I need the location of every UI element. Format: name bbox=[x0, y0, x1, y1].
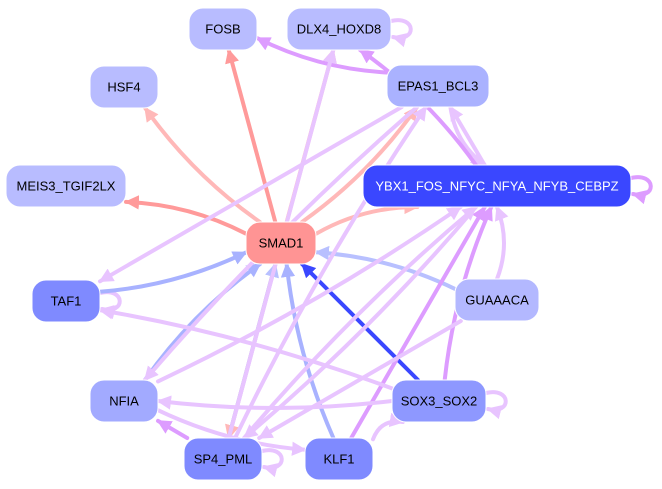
node-box bbox=[362, 164, 632, 208]
edge-nfia-to-ybx1 bbox=[156, 205, 463, 384]
edge-smad1-to-fosb bbox=[225, 48, 278, 224]
node-taf1[interactable]: TAF1 bbox=[31, 279, 101, 323]
node-label: MEIS3_TGIF2LX bbox=[17, 179, 116, 194]
node-meis3-tgif2lx[interactable]: MEIS3_TGIF2LX bbox=[5, 164, 127, 208]
edge-guaaaca-to-ybx1 bbox=[494, 205, 509, 281]
node-dlx4-hoxd8[interactable]: DLX4_HOXD8 bbox=[286, 7, 392, 51]
node-box bbox=[286, 7, 392, 51]
edge-guaaaca-to-sp4-pml bbox=[257, 319, 463, 440]
node-ybx1[interactable]: YBX1_FOS_NFYC_NFYA_NFYB_CEBPZ bbox=[362, 164, 632, 208]
node-box bbox=[5, 164, 127, 208]
node-klf1[interactable]: KLF1 bbox=[304, 437, 374, 481]
edge-sox3-sox2-to-nfia bbox=[156, 395, 394, 410]
node-box bbox=[245, 221, 317, 265]
node-label: YBX1_FOS_NFYC_NFYA_NFYB_CEBPZ bbox=[375, 179, 618, 194]
node-label: SOX3_SOX2 bbox=[401, 394, 478, 409]
edge-sp4-pml-to-ybx1 bbox=[242, 205, 478, 440]
edge-smad1-to-ybx1 bbox=[314, 199, 420, 236]
edge-ybx1-to-ybx1 bbox=[629, 175, 653, 205]
edge-sox3-sox2-to-taf1 bbox=[98, 305, 394, 391]
node-label: SMAD1 bbox=[259, 236, 304, 251]
edge-sp4-pml-to-epas1-bcl3 bbox=[233, 105, 428, 440]
edge-klf1-to-sox3-sox2 bbox=[371, 412, 405, 442]
node-box bbox=[188, 7, 258, 51]
edge-smad1-to-epas1-bcl3 bbox=[300, 105, 419, 224]
edge-taf1-to-smad1 bbox=[98, 250, 248, 294]
edge-ybx1-to-epas1-bcl3 bbox=[448, 105, 487, 167]
node-epas1-bcl3[interactable]: EPAS1_BCL3 bbox=[386, 64, 490, 108]
edge-taf1-to-taf1 bbox=[98, 290, 122, 320]
node-box bbox=[454, 278, 540, 322]
edge-smad1-to-hsf4 bbox=[143, 106, 262, 224]
edge-smad1-to-meis3-tgif2lx bbox=[124, 195, 248, 236]
node-hsf4[interactable]: HSF4 bbox=[89, 65, 159, 109]
node-box bbox=[391, 379, 487, 423]
node-label: TAF1 bbox=[51, 294, 82, 309]
node-label: GUAAACA bbox=[465, 293, 529, 308]
node-label: FOSB bbox=[205, 22, 240, 37]
edges-layer bbox=[98, 18, 653, 478]
node-label: NFIA bbox=[109, 394, 139, 409]
node-box bbox=[386, 64, 490, 108]
node-box bbox=[31, 279, 101, 323]
node-box bbox=[304, 437, 374, 481]
node-label: HSF4 bbox=[107, 80, 140, 95]
edge-dlx4-hoxd8-to-dlx4-hoxd8 bbox=[389, 18, 413, 48]
node-box bbox=[183, 437, 263, 481]
node-sp4-pml[interactable]: SP4_PML bbox=[183, 437, 263, 481]
node-label: KLF1 bbox=[323, 452, 354, 467]
node-smad1[interactable]: SMAD1 bbox=[245, 221, 317, 265]
node-fosb[interactable]: FOSB bbox=[188, 7, 258, 51]
edge-sox3-sox2-to-smad1 bbox=[300, 262, 420, 382]
node-box bbox=[89, 379, 159, 423]
node-label: DLX4_HOXD8 bbox=[297, 22, 382, 37]
edge-sp4-pml-to-sp4-pml bbox=[260, 448, 284, 478]
node-guaaaca[interactable]: GUAAACA bbox=[454, 278, 540, 322]
node-label: EPAS1_BCL3 bbox=[398, 79, 479, 94]
node-sox3-sox2[interactable]: SOX3_SOX2 bbox=[391, 379, 487, 423]
edge-sox3-sox2-to-sox3-sox2 bbox=[484, 390, 508, 420]
node-box bbox=[89, 65, 159, 109]
edge-nfia-to-klf1 bbox=[156, 408, 307, 456]
node-nfia[interactable]: NFIA bbox=[89, 379, 159, 423]
edge-ybx1-to-sp4-pml bbox=[242, 205, 478, 440]
edge-klf1-to-smad1 bbox=[280, 262, 336, 440]
edge-klf1-to-ybx1 bbox=[349, 205, 487, 440]
edge-sp4-pml-to-nfia bbox=[156, 418, 190, 440]
edge-epas1-bcl3-to-fosb bbox=[255, 36, 389, 75]
edge-epas1-bcl3-to-taf1 bbox=[98, 105, 404, 284]
node-label: SP4_PML bbox=[194, 452, 253, 467]
